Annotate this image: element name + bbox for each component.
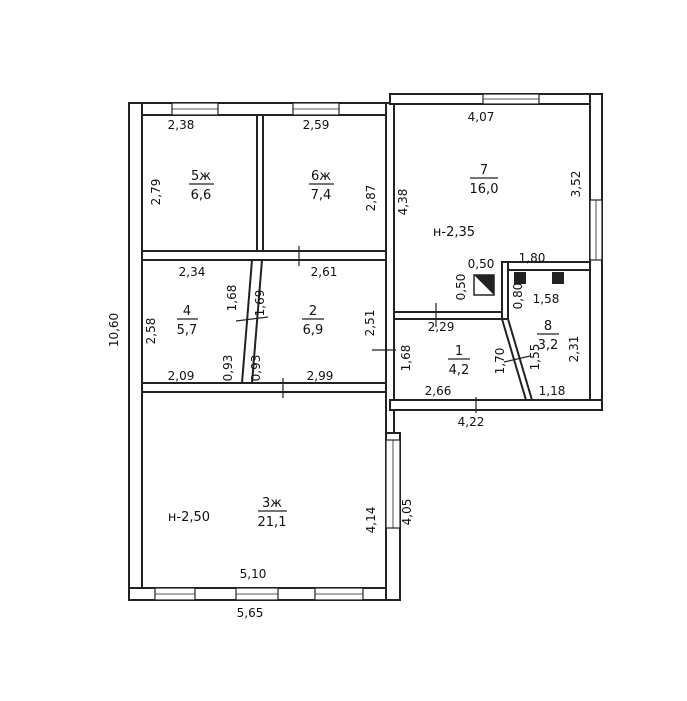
room-8-number: 8 bbox=[544, 319, 552, 334]
wall-top-left bbox=[128, 102, 391, 116]
wall-5-6 bbox=[256, 114, 264, 254]
room-1-number: 1 bbox=[455, 344, 463, 359]
dim-0-93-a: 0,93 bbox=[221, 355, 235, 382]
room-8-area: 3,2 bbox=[538, 338, 559, 353]
room-3-number: 3ж bbox=[262, 496, 282, 511]
wall-middle bbox=[385, 102, 395, 434]
dim-1-58: 1,58 bbox=[533, 292, 560, 306]
dim-2-87: 2,87 bbox=[364, 185, 378, 212]
room-1-area: 4,2 bbox=[449, 363, 470, 378]
chimney-fill bbox=[474, 275, 494, 295]
height-mark-room-3: н-2,50 bbox=[168, 510, 210, 525]
dim-2-58: 2,58 bbox=[144, 318, 158, 345]
dim-2-66: 2,66 bbox=[425, 384, 452, 398]
dim-5-10: 5,10 bbox=[240, 567, 267, 581]
dim-2-59: 2,59 bbox=[303, 118, 330, 132]
dim-1-55: 1,55 bbox=[528, 344, 542, 371]
dim-0-93-b: 0,93 bbox=[249, 355, 263, 382]
dim-4-38: 4,38 bbox=[396, 189, 410, 216]
windows bbox=[154, 93, 603, 601]
room-5-number: 5ж bbox=[191, 169, 211, 184]
room-7-number: 7 bbox=[480, 163, 488, 178]
room-labels: 5ж 6,6 6ж 7,4 7 16,0 4 5,7 2 6,9 8 3,2 1… bbox=[168, 163, 559, 530]
dim-10-60: 10,60 bbox=[107, 313, 121, 347]
dim-1-18: 1,18 bbox=[539, 384, 566, 398]
dim-4-14: 4,14 bbox=[364, 507, 378, 534]
room-6-number: 6ж bbox=[311, 169, 331, 184]
dim-1-68-a: 1,68 bbox=[225, 285, 239, 312]
dim-3-52: 3,52 bbox=[569, 171, 583, 198]
room-2-number: 2 bbox=[309, 304, 317, 319]
dim-0-50-v: 0,50 bbox=[454, 274, 468, 301]
dim-2-34: 2,34 bbox=[179, 265, 206, 279]
wall-above-3 bbox=[141, 382, 387, 393]
dim-2-09: 2,09 bbox=[168, 369, 195, 383]
dimension-labels: 2,38 2,59 4,07 2,79 2,87 4,38 3,52 2,34 … bbox=[107, 110, 583, 620]
room-2-area: 6,9 bbox=[303, 323, 324, 338]
dim-5-65: 5,65 bbox=[237, 606, 264, 620]
dim-1-80: 1,80 bbox=[519, 251, 546, 265]
room-6-area: 7,4 bbox=[311, 188, 332, 203]
dim-2-31: 2,31 bbox=[567, 336, 581, 363]
wall-under-5-6 bbox=[141, 250, 387, 261]
dim-0-50-h: 0,50 bbox=[468, 257, 495, 271]
room-5-area: 6,6 bbox=[191, 188, 212, 203]
dim-1-68-b: 1,68 bbox=[399, 345, 413, 372]
dim-2-29: 2,29 bbox=[428, 320, 455, 334]
height-mark-room-7: н-2,35 bbox=[433, 225, 475, 240]
wall-7-1 bbox=[393, 311, 505, 320]
dim-0-80: 0,80 bbox=[511, 283, 525, 310]
wall-4-2 bbox=[240, 259, 264, 384]
dim-2-51: 2,51 bbox=[363, 310, 377, 337]
dim-2-99: 2,99 bbox=[307, 369, 334, 383]
wall-stove-left bbox=[501, 261, 509, 320]
wall-bottom-right bbox=[389, 399, 603, 411]
room-7-area: 16,0 bbox=[470, 182, 499, 197]
room-3-area: 21,1 bbox=[258, 515, 287, 530]
dim-1-70: 1,70 bbox=[493, 348, 507, 375]
room-4-number: 4 bbox=[183, 304, 191, 319]
dim-4-05: 4,05 bbox=[400, 499, 414, 526]
dim-2-38: 2,38 bbox=[168, 118, 195, 132]
door-markers bbox=[235, 246, 531, 413]
dim-1-69: 1,69 bbox=[253, 290, 267, 317]
stove-burner-1 bbox=[514, 272, 526, 284]
wall-stove-top bbox=[503, 261, 591, 271]
stove-burner-2 bbox=[552, 272, 564, 284]
dim-4-22: 4,22 bbox=[458, 415, 485, 429]
dim-2-79: 2,79 bbox=[149, 179, 163, 206]
wall-left bbox=[128, 102, 143, 601]
dim-2-61: 2,61 bbox=[311, 265, 338, 279]
room-4-area: 5,7 bbox=[177, 323, 198, 338]
dim-4-07: 4,07 bbox=[468, 110, 495, 124]
interior-walls bbox=[141, 114, 591, 401]
